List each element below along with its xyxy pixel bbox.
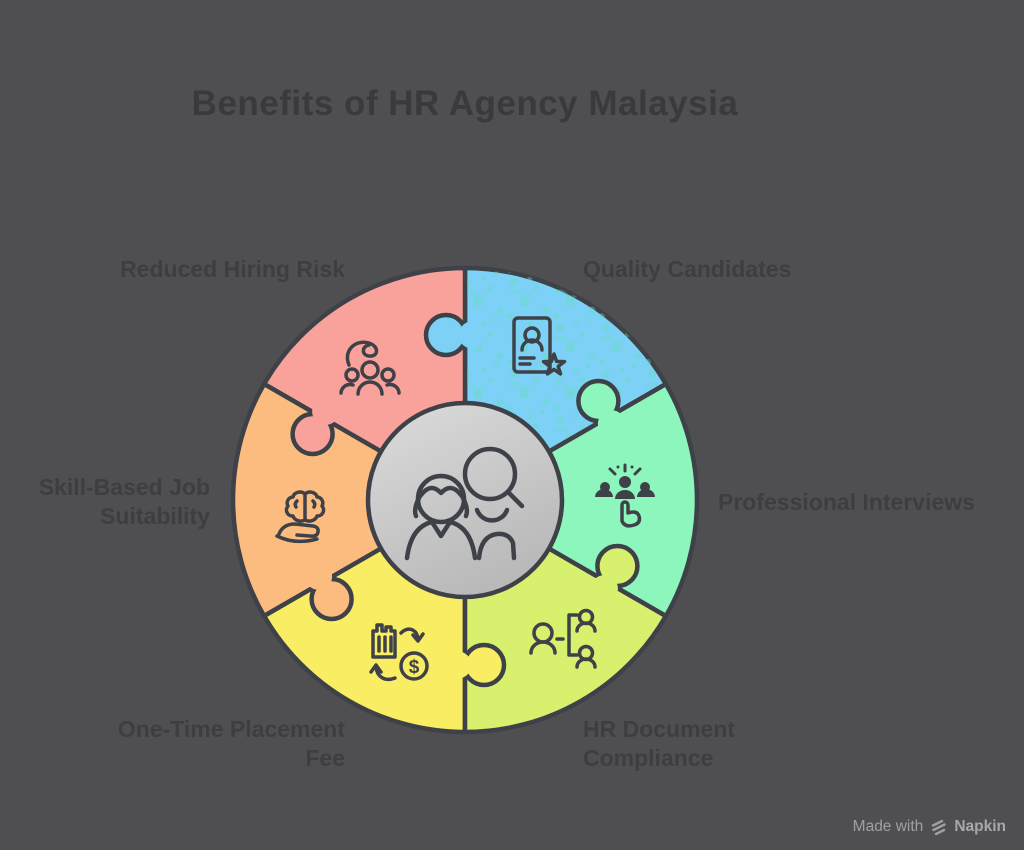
puzzle-knob-neck — [312, 397, 340, 425]
puzzle-knob-neck — [597, 410, 625, 438]
puzzle-piece-skill-based-job-suitability — [230, 381, 468, 619]
watermark-prefix: Made with — [852, 818, 924, 835]
recruiter-search-icon — [404, 446, 525, 561]
fee-exchange-icon: $ — [369, 623, 429, 682]
brain-hand-icon — [275, 490, 326, 544]
segment-label-one-time-placement-fee: One-Time Placement Fee — [117, 716, 345, 771]
watermark-brand: Napkin — [954, 818, 1006, 835]
napkin-logo-icon — [932, 819, 947, 835]
page-title: Benefits of HR Agency Malaysia — [191, 84, 739, 123]
puzzle-knob-neck — [590, 575, 618, 603]
segment-label-quality-candidates: Quality Candidates — [583, 256, 792, 282]
puzzle-piece-professional-interviews — [462, 381, 700, 619]
segment-label-reduced-hiring-risk: Reduced Hiring Risk — [120, 256, 345, 282]
candidate-selection-icon — [595, 463, 655, 528]
org-chart-icon — [529, 608, 597, 669]
svg-text:$: $ — [409, 657, 420, 678]
puzzle-knob-neck — [305, 562, 333, 590]
puzzle-knob-neck — [458, 321, 486, 349]
team-risk-icon — [339, 340, 401, 396]
resume-star-icon — [512, 316, 567, 376]
puzzle-knob-neck — [444, 651, 472, 679]
segment-label-skill-based-job-suitability: Skill-Based Job Suitability — [38, 474, 210, 529]
segment-label-professional-interviews: Professional Interviews — [718, 489, 975, 515]
segment-label-hr-document-compliance: HR Document Compliance — [583, 716, 736, 771]
napkin-watermark[interactable]: Made with Napkin — [853, 818, 1006, 836]
